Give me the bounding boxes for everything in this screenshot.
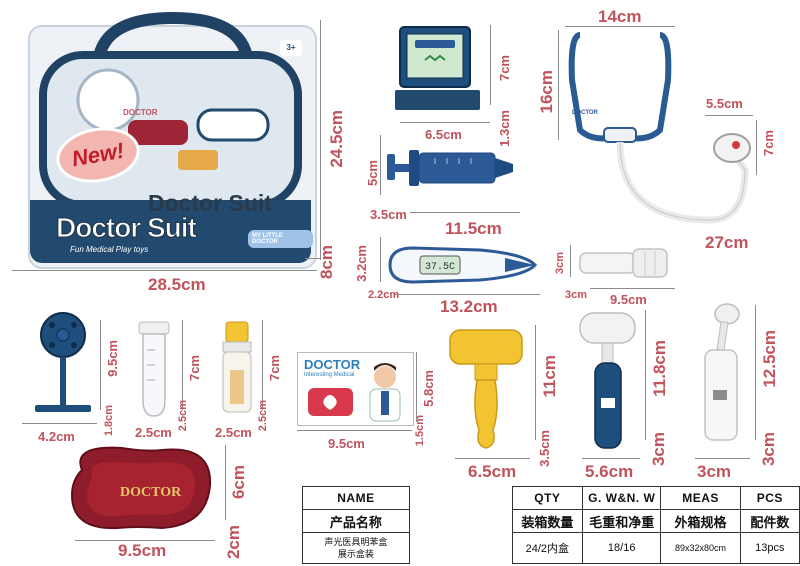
kidney-tray-toy: DOCTOR <box>70 446 212 530</box>
package-handle <box>92 11 254 69</box>
yellow-hammer-depth-label: 3.5cm <box>537 430 552 467</box>
dental-mirror-toy <box>704 303 740 441</box>
stethoscope-toy <box>568 32 751 224</box>
monitor-height-label: 7cm <box>497 55 512 82</box>
syringe-depth-label: 3.5cm <box>370 207 407 222</box>
tray-height-label: 6cm <box>229 465 248 500</box>
package-brand-small: DOCTOR <box>123 108 158 117</box>
header-qty-cn: 装箱数量 <box>511 509 584 533</box>
monitor-width-label: 6.5cm <box>425 127 462 142</box>
stethoscope-width-label: 14cm <box>598 7 642 26</box>
tray-depth-label: 2cm <box>224 525 243 560</box>
package-height-label: 24.5cm <box>327 110 346 168</box>
thermometer-depth-label: 2.2cm <box>368 289 400 301</box>
thermometer-height-label: 3.2cm <box>354 245 369 282</box>
flashlight-depth-label: 3cm <box>565 289 588 301</box>
stethoscope-length-label: 27cm <box>705 233 749 252</box>
card-width-label: 9.5cm <box>328 436 365 451</box>
value-pcs: 13pcs <box>739 532 800 564</box>
yellow-hammer-height-label: 11cm <box>540 355 559 398</box>
value-weight: 18/16 <box>582 532 662 564</box>
value-meas: 89x32x80cm <box>660 532 741 564</box>
header-weight-cn: 毛重和净重 <box>582 509 662 533</box>
thermometer-toy: 37.5C <box>388 246 538 284</box>
header-name-cn: 产品名称 <box>302 509 410 533</box>
yellow-hammer-toy <box>449 329 523 449</box>
header-weight-en: G. W&N. W <box>582 486 662 510</box>
otoscope-toy <box>35 312 91 412</box>
header-pcs-cn: 配件数 <box>739 509 800 533</box>
reflex-hammer-width-label: 5.6cm <box>585 462 634 481</box>
flashlight-toy <box>579 248 668 278</box>
header-meas-cn: 外箱规格 <box>660 509 741 533</box>
bottle-toy <box>222 321 252 413</box>
dental-mirror-height-label: 12.5cm <box>760 330 779 388</box>
age-badge: 3+ <box>280 40 302 56</box>
stethoscope-chest-width-label: 5.5cm <box>706 96 743 111</box>
thermometer-length-label: 13.2cm <box>440 297 498 316</box>
value-name: 声光医具明苯盒 展示盒装 <box>302 532 410 564</box>
bottle-depth-label: 2.5cm <box>257 400 269 432</box>
reflex-hammer-height-label: 11.8cm <box>650 340 669 397</box>
doctor-card: DOCTOR Interesting Medical <box>297 352 414 426</box>
stethoscope-height-label: 16cm <box>537 70 556 114</box>
tray-label: DOCTOR <box>120 485 182 500</box>
flashlight-length-label: 9.5cm <box>610 292 647 307</box>
stethoscope-tag: DOCTOR <box>572 110 598 116</box>
package-width-label: 28.5cm <box>148 275 206 294</box>
otoscope-depth-label: 1.8cm <box>103 405 115 437</box>
monitor-toy <box>395 26 480 110</box>
card-doctor-illustration <box>369 363 401 422</box>
test-tube-height-label: 7cm <box>187 355 202 382</box>
yellow-hammer-width-label: 6.5cm <box>468 462 517 481</box>
reflex-hammer-depth-label: 3cm <box>649 432 668 467</box>
test-tube-depth-label: 2.5cm <box>177 400 189 432</box>
reflex-hammer-toy <box>579 312 636 449</box>
bottle-height-label: 7cm <box>267 355 282 382</box>
card-title: DOCTOR <box>304 357 361 372</box>
package-case <box>39 51 302 209</box>
package-title-big: Doctor Suit <box>56 212 198 244</box>
card-height-label: 5.8cm <box>421 370 436 407</box>
package-subtitle: Fun Medical Play toys <box>70 245 149 254</box>
otoscope-width-label: 4.2cm <box>38 429 75 444</box>
header-name-en: NAME <box>302 486 410 510</box>
dental-mirror-width-label: 3cm <box>697 462 732 481</box>
value-qty: 24/2内盒 <box>511 532 584 564</box>
header-pcs-en: PCS <box>739 486 800 510</box>
package-depth-label: 8cm <box>317 245 336 280</box>
card-subtitle: Interesting Medical <box>304 372 355 378</box>
header-qty-en: QTY <box>511 486 584 510</box>
tray-width-label: 9.5cm <box>118 541 167 560</box>
bottle-width-label: 2.5cm <box>215 425 252 440</box>
package-title-small: Doctor Suit <box>148 190 272 216</box>
test-tube-width-label: 2.5cm <box>135 425 172 440</box>
card-depth-label: 1.5cm <box>414 415 426 447</box>
thermometer-display: 37.5C <box>425 262 455 273</box>
syringe-toy <box>387 150 513 186</box>
card-kit-illustration <box>308 388 353 416</box>
syringe-height-label: 5cm <box>365 160 380 187</box>
flashlight-height-label: 3cm <box>554 252 566 275</box>
new-label: New! <box>69 137 126 172</box>
spec-table: NAME QTY G. W&N. W MEAS PCS 产品名称 装箱数量 毛重… <box>302 486 800 564</box>
dental-mirror-depth-label: 3cm <box>759 432 778 467</box>
package-box: 3+ DOCTOR New! Doctor Suit Doctor Suit F… <box>28 10 317 269</box>
syringe-length-label: 11.5cm <box>445 219 502 238</box>
package-badge: MY LITTLE DOCTOR <box>248 230 313 248</box>
otoscope-height-label: 9.5cm <box>105 340 120 377</box>
test-tube-toy <box>138 321 170 417</box>
header-meas-en: MEAS <box>660 486 741 510</box>
stethoscope-chest-height-label: 7cm <box>761 130 776 157</box>
